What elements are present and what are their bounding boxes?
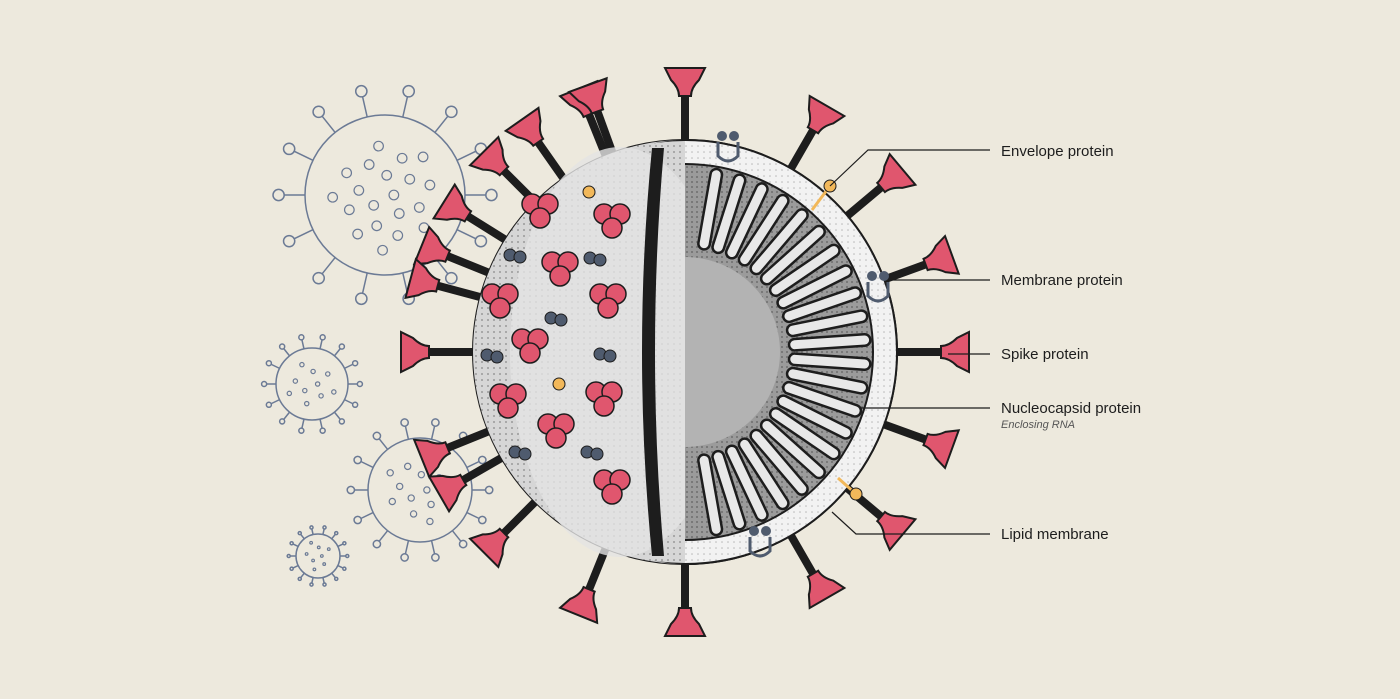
nucleocapsid-coils <box>697 167 872 537</box>
spike-protein <box>567 76 618 159</box>
spike-protein-cluster <box>511 328 549 364</box>
spike-protein <box>503 106 570 185</box>
spike-protein <box>663 67 707 145</box>
rna-loop <box>740 196 788 265</box>
rna-loop <box>713 452 744 529</box>
rna-loop <box>713 175 744 252</box>
membrane-protein <box>503 248 527 264</box>
spike-protein <box>785 529 847 610</box>
rna-loop <box>699 455 721 534</box>
small-virus-icon <box>272 84 498 306</box>
spike-protein <box>663 559 707 637</box>
spike-protein <box>427 452 508 514</box>
membrane-protein <box>748 526 772 558</box>
membrane-protein <box>716 131 740 163</box>
rna-loop <box>778 266 851 308</box>
rna-loop <box>771 246 839 295</box>
membrane-protein <box>583 251 607 267</box>
leader-lines <box>829 149 990 535</box>
label-spike-protein: Spike protein <box>1001 346 1089 363</box>
spike-protein <box>412 425 495 479</box>
label-lipid-membrane: Lipid membrane <box>1001 526 1109 543</box>
spike-protein-cluster <box>481 283 519 319</box>
membrane-protein <box>593 347 617 363</box>
small-virus-icons <box>260 84 498 587</box>
spike-protein <box>558 542 612 625</box>
spike-protein-cluster <box>521 193 559 229</box>
rna-loop <box>751 431 807 494</box>
spike-protein <box>412 225 495 279</box>
rna-loop <box>790 335 870 350</box>
rna-loop <box>727 184 767 258</box>
spike-protein <box>841 152 918 223</box>
spike-protein-cluster <box>537 413 575 449</box>
envelope-protein <box>552 377 566 391</box>
envelope-protein <box>582 185 596 199</box>
label-enclosing-rna: Enclosing RNA <box>1001 419 1075 431</box>
membrane-protein <box>580 445 604 461</box>
small-virus-icon <box>260 334 364 434</box>
surface-proteins <box>480 131 890 558</box>
rna-loop <box>751 210 807 273</box>
rna-loop <box>762 227 824 284</box>
spike-protein-cluster <box>585 381 623 417</box>
rna-loop <box>727 446 767 520</box>
label-membrane-protein: Membrane protein <box>1001 272 1123 289</box>
rna-loop <box>762 420 824 477</box>
spike-protein <box>878 234 961 285</box>
rna-loop <box>699 170 721 249</box>
rna-loop <box>784 383 860 416</box>
membrane-protein <box>508 445 532 461</box>
label-nucleocapsid-protein: Nucleocapsid protein <box>1001 400 1142 417</box>
small-virus-icon <box>286 525 350 587</box>
spike-protein <box>404 257 487 303</box>
spike-protein <box>785 94 847 175</box>
rna-loop <box>788 369 866 393</box>
rna-loop <box>778 396 851 438</box>
membrane-protein <box>866 271 890 303</box>
spike-protein-cluster <box>489 383 527 419</box>
membrane-protein <box>544 311 568 327</box>
label-envelope-protein: Envelope protein <box>1001 143 1114 160</box>
rna-loop <box>790 354 870 369</box>
rna-loop <box>771 409 839 458</box>
spike-protein <box>400 330 478 374</box>
envelope-protein <box>837 476 863 501</box>
spike-protein <box>892 330 970 374</box>
rna-loop <box>740 439 788 508</box>
rna-loop <box>788 311 866 335</box>
spike-protein-cluster <box>589 283 627 319</box>
spike-protein-cluster <box>593 203 631 239</box>
spike-protein-cluster <box>541 251 579 287</box>
spike-proteins <box>400 67 970 637</box>
spike-protein <box>878 419 961 470</box>
rna-loop <box>784 288 860 321</box>
spike-protein-cluster <box>593 469 631 505</box>
spike-protein <box>468 495 542 569</box>
membrane-protein <box>480 348 504 364</box>
spike-protein <box>431 182 512 246</box>
